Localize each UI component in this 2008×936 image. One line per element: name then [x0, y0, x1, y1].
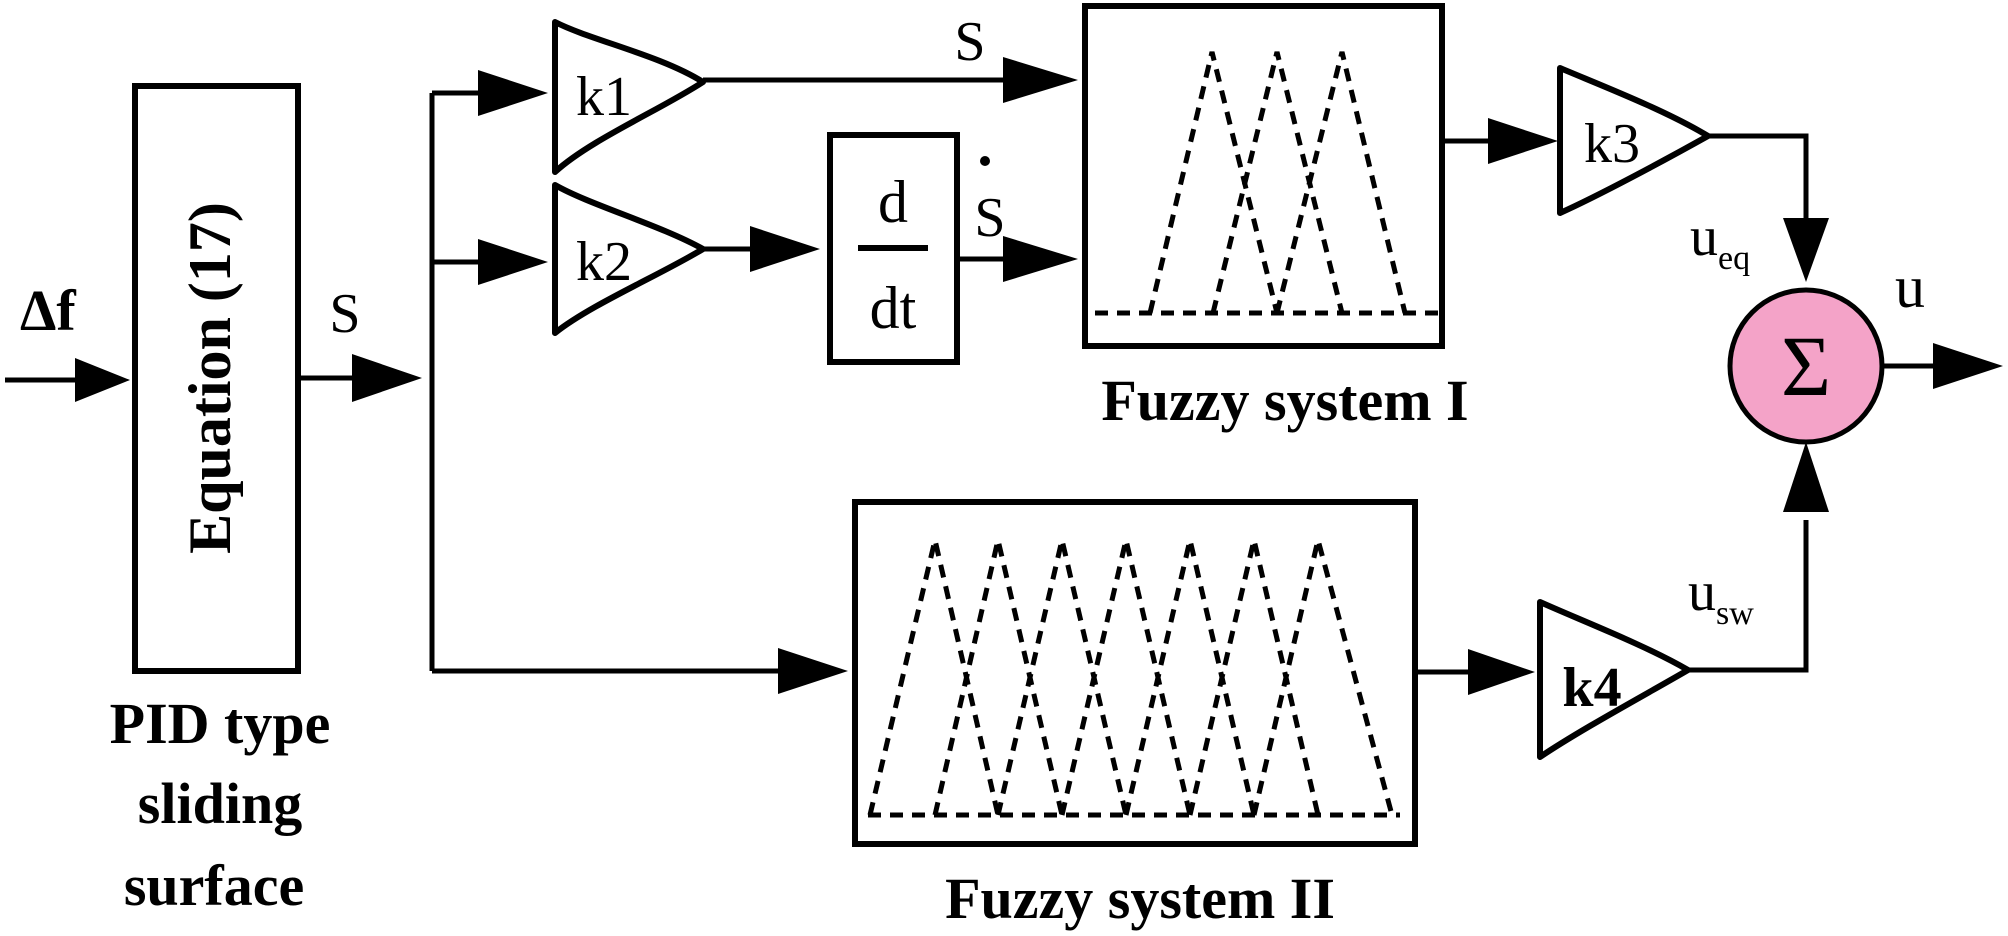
u-eq-base: u — [1690, 206, 1718, 268]
arrowhead — [1488, 118, 1558, 164]
gain-k4 — [1537, 599, 1691, 760]
arrowhead — [750, 226, 820, 272]
arrowhead — [1468, 649, 1535, 695]
pid-caption-line2: sliding — [138, 771, 302, 836]
fuzzy-system-1-block — [1082, 3, 1445, 349]
u-eq-label: ueq — [1690, 206, 1750, 277]
delta-f-label: Δf — [20, 278, 76, 343]
equation-block — [132, 83, 301, 674]
derivative-denominator: dt — [870, 275, 917, 341]
derivative-numerator: d — [878, 169, 908, 235]
u-output-label: u — [1895, 254, 1925, 320]
fuzzy-1-membership-functions — [1095, 51, 1440, 316]
s-dot-mark — [980, 156, 990, 166]
sum-symbol: Σ — [1781, 318, 1831, 414]
s-label-top: S — [954, 11, 985, 73]
k1-label: k1 — [576, 66, 632, 128]
arrowhead — [352, 354, 422, 402]
u-sw-subscript: sw — [1716, 595, 1754, 632]
arrowhead — [478, 239, 548, 285]
arrowhead — [778, 648, 848, 694]
s-label-main: S — [329, 283, 360, 345]
arrowhead — [1783, 442, 1829, 512]
pid-caption-line1: PID type — [110, 691, 331, 756]
k2-label: k2 — [576, 231, 632, 293]
arrowhead — [75, 358, 130, 402]
pid-caption-line3: surface — [124, 853, 304, 918]
arrowhead — [1003, 57, 1078, 103]
sum-junction — [1727, 287, 1885, 445]
arrowhead — [1783, 218, 1829, 282]
k4-to-sum — [1688, 520, 1809, 673]
gain-k2 — [552, 182, 706, 336]
arrowhead — [1003, 236, 1078, 282]
s-dot-label: S — [974, 187, 1005, 249]
gain-k3 — [1557, 65, 1711, 216]
gain-k1 — [552, 19, 706, 175]
fuzzy-2-membership-functions — [867, 539, 1400, 818]
u-sw-label: usw — [1688, 561, 1754, 632]
u-sw-base: u — [1688, 561, 1716, 623]
arrowhead — [1933, 343, 2003, 389]
arrowhead — [478, 70, 548, 116]
fuzzy-2-caption: Fuzzy system II — [945, 866, 1335, 931]
equation-label: Equation (17) — [177, 202, 243, 554]
k3-label: k3 — [1584, 113, 1640, 175]
u-eq-subscript: eq — [1718, 240, 1750, 277]
k4-label: k4 — [1562, 657, 1621, 719]
fuzzy-1-caption: Fuzzy system I — [1101, 368, 1468, 433]
k3-to-sum — [1708, 133, 1809, 220]
